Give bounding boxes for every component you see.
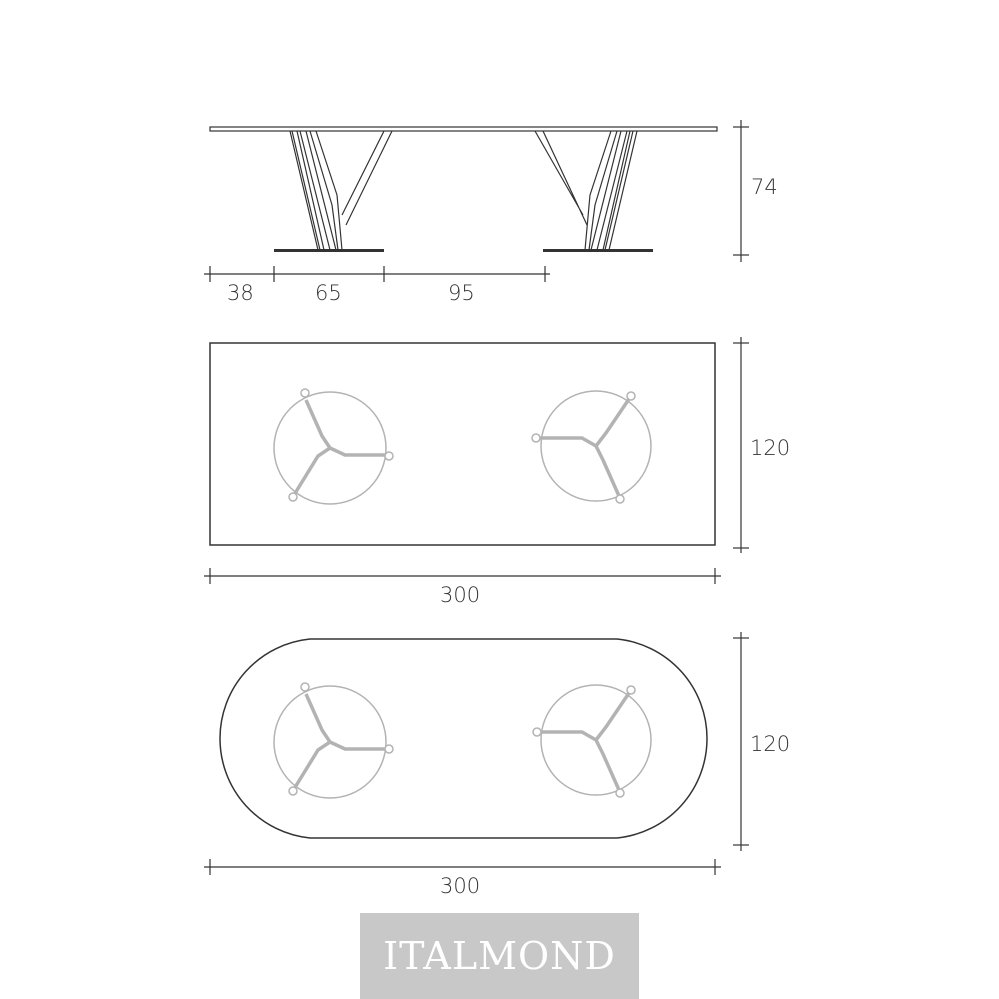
rectangular-tabletop — [209, 342, 716, 546]
side-view — [209, 126, 718, 252]
oval-width-label: 300 — [440, 874, 480, 898]
side-base-left — [274, 249, 384, 252]
base-gap-label: 95 — [448, 281, 475, 305]
base-dimension-line — [204, 266, 550, 282]
rect-base-right — [531, 390, 652, 504]
overhang-label: 38 — [227, 281, 254, 305]
rect-base-left — [273, 388, 394, 505]
oval-tabletop — [219, 638, 708, 839]
oval-depth-dimension-line — [733, 632, 749, 851]
base-width-label: 65 — [315, 281, 342, 305]
oval-base-left — [273, 682, 394, 799]
brand-logo: ITALMOND — [360, 913, 639, 999]
height-label: 74 — [751, 175, 778, 199]
height-dimension-line — [733, 120, 749, 262]
side-tabletop — [209, 126, 718, 132]
oval-base-right — [532, 684, 652, 798]
rect-width-label: 300 — [440, 583, 480, 607]
oval-width-dimension-line — [204, 859, 721, 875]
side-legs-right — [534, 130, 638, 251]
brand-logo-text: ITALMOND — [383, 934, 616, 978]
oval-depth-label: 120 — [750, 732, 790, 756]
rect-depth-label: 120 — [750, 436, 790, 460]
side-base-right — [543, 249, 653, 252]
rect-depth-dimension-line — [733, 337, 749, 553]
rect-width-dimension-line — [204, 568, 721, 584]
side-legs-left — [289, 130, 393, 251]
